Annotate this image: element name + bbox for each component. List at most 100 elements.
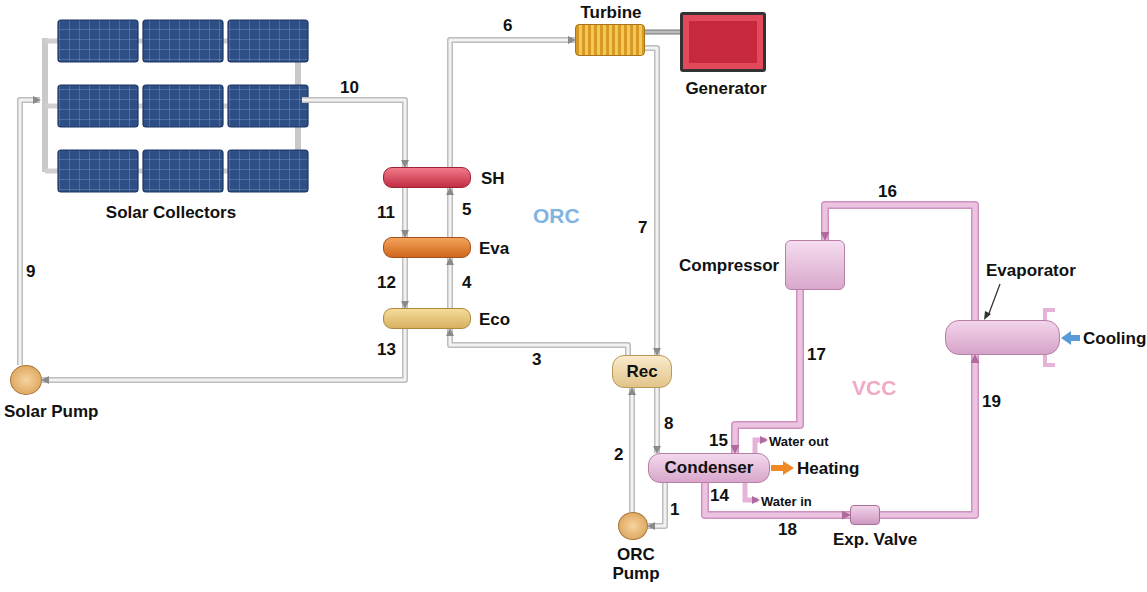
pipe-core xyxy=(645,31,680,34)
component-label: Evaporator xyxy=(986,261,1076,280)
component-label: ORC Pump xyxy=(611,545,661,583)
expansion-valve: Exp. Valve xyxy=(850,505,880,525)
pipe-core xyxy=(20,100,40,365)
stream-number: 10 xyxy=(340,78,359,97)
heating-arrow xyxy=(771,465,784,471)
component-label: Compressor xyxy=(679,256,779,275)
pipe-outline xyxy=(645,30,680,35)
pipe-core xyxy=(825,205,975,320)
fluid-pipe xyxy=(405,258,406,308)
fluid-pipe xyxy=(450,188,451,237)
water-label: Water in xyxy=(761,492,812,511)
component-label: Condenser xyxy=(665,458,754,478)
pipe-core xyxy=(449,188,452,237)
pipe-core xyxy=(656,388,659,453)
pipe-outline xyxy=(402,258,408,308)
pipe-core xyxy=(302,100,405,167)
stream-number: 7 xyxy=(638,218,647,237)
refrigerant-pipe xyxy=(735,290,800,453)
pipe-outline xyxy=(645,48,657,355)
stream-number: 3 xyxy=(532,350,541,369)
stream-number: 5 xyxy=(462,200,471,219)
pipe-outline xyxy=(450,40,575,167)
fluid-pipe xyxy=(405,188,406,237)
water-label: Water out xyxy=(769,432,828,451)
stream-number: 16 xyxy=(878,182,897,201)
component-label: Solar Collectors xyxy=(40,203,302,222)
pipe-outline xyxy=(629,388,635,512)
fluid-pipe xyxy=(657,388,658,453)
orc-pump: ORC Pump xyxy=(618,512,648,540)
fluid-pipe xyxy=(302,100,405,167)
stream-number: 14 xyxy=(710,486,729,505)
pipe-core xyxy=(42,329,405,380)
pipe-core xyxy=(450,40,575,167)
stream-number: 12 xyxy=(377,273,396,292)
stream-number: 1 xyxy=(670,500,679,519)
superheater: SH xyxy=(383,167,471,188)
cycle-name: ORC xyxy=(533,206,580,225)
output-label: Cooling xyxy=(1083,329,1146,348)
pipe-outline xyxy=(654,388,660,453)
stream-number: 8 xyxy=(664,414,673,433)
turbine: Turbine xyxy=(575,24,645,56)
pipe-core xyxy=(648,483,665,526)
cooling-arrowhead xyxy=(1061,331,1071,345)
pipe-outline xyxy=(825,205,975,320)
leader-arrowhead xyxy=(984,311,991,320)
fluid-pipe xyxy=(450,40,575,167)
pipe-outline xyxy=(705,483,850,515)
component-label: Solar Pump xyxy=(4,402,98,421)
pipe-outline xyxy=(20,100,40,365)
pipe-outline xyxy=(42,329,405,380)
component-label: Generator xyxy=(675,79,777,98)
cycle-name: VCC xyxy=(852,378,896,397)
stream-number: 9 xyxy=(26,262,35,281)
solar-pump: Solar Pump xyxy=(10,365,42,395)
stream-number: 15 xyxy=(709,431,728,450)
component-label: Rec xyxy=(626,362,657,382)
heating-arrowhead xyxy=(783,461,794,475)
pipe-core xyxy=(705,483,850,515)
pipe-outline xyxy=(402,188,408,237)
pipe-outline xyxy=(447,258,453,308)
shaft xyxy=(645,32,680,33)
economizer: Eco xyxy=(383,308,471,329)
stream-number: 19 xyxy=(982,392,1001,411)
stream-number: 18 xyxy=(778,520,797,539)
leader-line xyxy=(988,284,1000,316)
component-label: Eco xyxy=(479,310,510,329)
fluid-pipe xyxy=(20,100,40,365)
collector-array xyxy=(45,20,308,192)
stream-number: 6 xyxy=(503,16,512,35)
stream-number: 4 xyxy=(462,273,471,292)
refrigerant-pipe xyxy=(825,205,975,320)
generator: Generator xyxy=(680,12,766,72)
cooling-arrow xyxy=(1070,335,1080,341)
pipe-outline xyxy=(302,100,405,167)
solar-collectors: Solar Collectors xyxy=(40,15,302,197)
stream-number: 2 xyxy=(614,445,623,464)
stream-number: 11 xyxy=(377,203,395,222)
pipe-core xyxy=(735,290,800,453)
fluid-pipe xyxy=(42,329,405,380)
stream-number: 13 xyxy=(377,340,396,359)
fluid-pipe xyxy=(648,483,665,526)
evaporator: Evaporator xyxy=(945,320,1060,355)
pipe-outline xyxy=(648,483,665,526)
pipe-core xyxy=(449,258,452,308)
fluid-pipe xyxy=(645,48,657,355)
pipe-core xyxy=(404,188,407,237)
component-label: Turbine xyxy=(566,3,656,22)
refrigerant-pipe xyxy=(705,483,850,515)
fluid-pipe xyxy=(632,388,633,512)
pipe-core xyxy=(645,48,657,355)
stream-number: 17 xyxy=(807,345,826,364)
fluid-pipe xyxy=(450,258,451,308)
pipe-outline xyxy=(735,290,800,453)
condenser: Condenser xyxy=(648,453,770,483)
pipe-outline xyxy=(447,188,453,237)
component-label: Exp. Valve xyxy=(833,530,917,549)
